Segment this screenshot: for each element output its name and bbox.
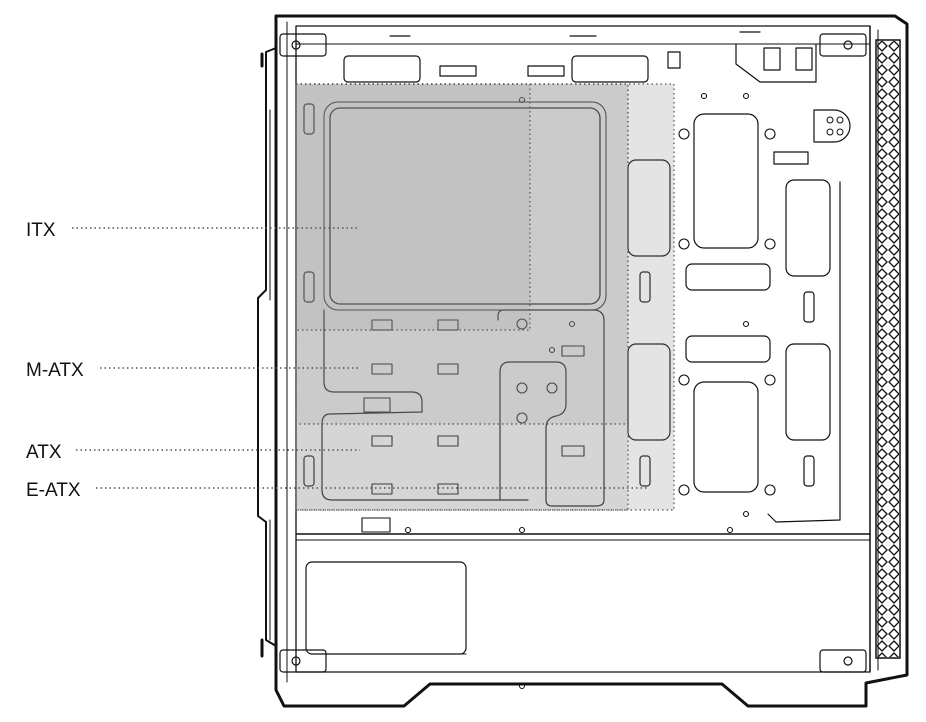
label-itx: ITX: [26, 220, 56, 241]
callout-m-atx: M-ATX: [26, 360, 360, 381]
motherboard-zones: [295, 83, 675, 511]
zone-e-atx: [295, 83, 675, 511]
callouts: ITX M-ATX ATX E-ATX: [26, 220, 648, 501]
callout-itx: ITX: [26, 220, 360, 241]
zone-atx: [295, 83, 629, 511]
label-m-atx: M-ATX: [26, 360, 84, 381]
label-e-atx: E-ATX: [26, 480, 81, 501]
label-atx: ATX: [26, 442, 62, 463]
chassis-outline: [257, 14, 909, 708]
callout-atx: ATX: [26, 442, 360, 463]
zone-itx: [295, 83, 531, 331]
callout-e-atx: E-ATX: [26, 480, 648, 501]
front-mesh-panel: [875, 39, 901, 659]
zone-m-atx: [295, 83, 629, 425]
